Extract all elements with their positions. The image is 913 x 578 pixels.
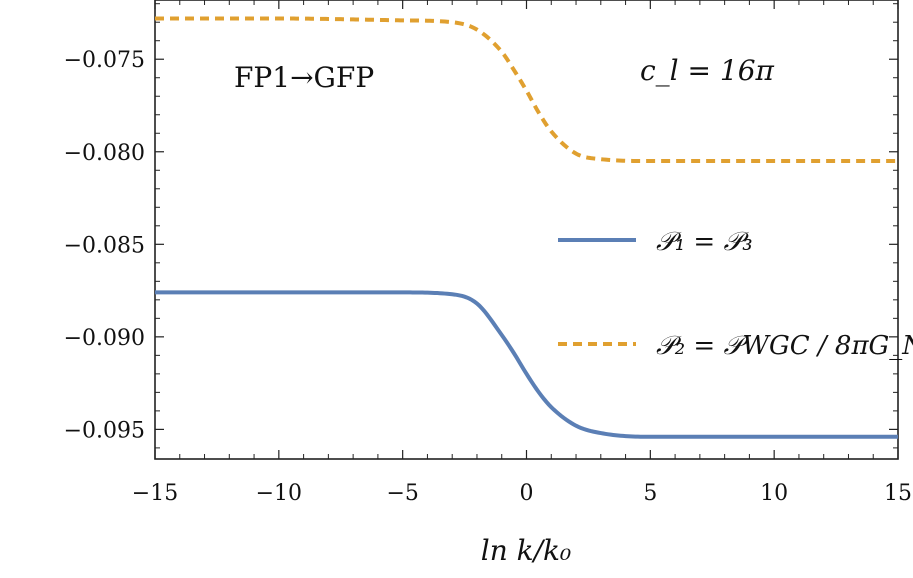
x-tick-label: 0 bbox=[520, 481, 534, 506]
series-layer bbox=[155, 16, 898, 439]
y-tick-label: −0.090 bbox=[64, 326, 145, 351]
annotation-central-charge: c_l = 16π bbox=[640, 54, 775, 87]
series-line-1 bbox=[155, 290, 898, 439]
axis-ticks: −15 −10 −5 0 5 10 15 −0.075 −0.080 −0.085 −0.090 −0… bbox=[64, 0, 912, 506]
legend-label-p2: 𝒫₂ = 𝒫WGC / 8πG_N bbox=[656, 331, 913, 361]
y-tick-label: −0.095 bbox=[64, 418, 145, 443]
x-tick-label: 5 bbox=[643, 481, 657, 506]
x-tick-label: −5 bbox=[386, 481, 418, 506]
x-axis-title: ln k/k₀ bbox=[481, 534, 571, 567]
series-line-2 bbox=[155, 16, 898, 164]
legend: 𝒫₁ = 𝒫₃ 𝒫₂ = 𝒫WGC / 8πG_N bbox=[558, 227, 913, 361]
legend-label-p1: 𝒫₁ = 𝒫₃ bbox=[656, 227, 753, 257]
annotation-transition: FP1→GFP bbox=[234, 61, 374, 94]
y-tick-label: −0.085 bbox=[64, 233, 145, 258]
x-tick-label: 10 bbox=[760, 481, 788, 506]
x-tick-label: −15 bbox=[132, 481, 178, 506]
y-tick-label: −0.080 bbox=[64, 141, 145, 166]
y-tick-label: −0.075 bbox=[64, 48, 145, 73]
x-tick-label: 15 bbox=[884, 481, 912, 506]
x-tick-label: −10 bbox=[256, 481, 302, 506]
